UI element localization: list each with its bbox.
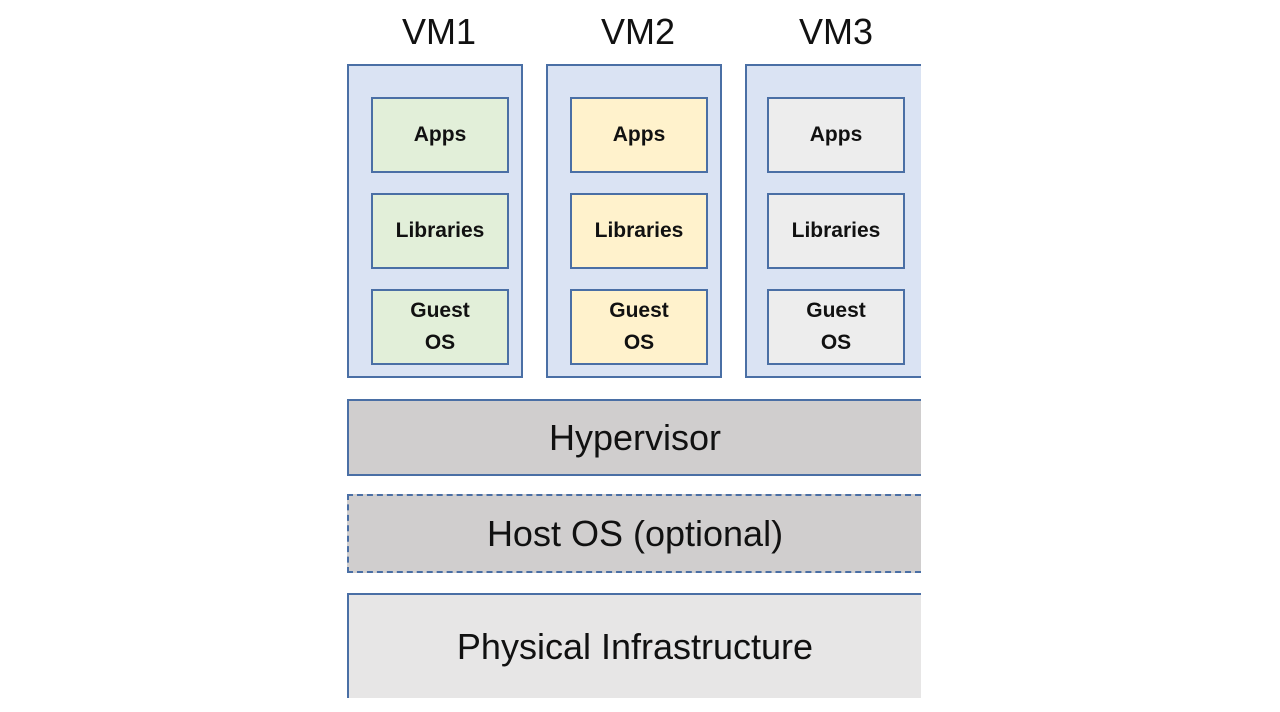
- vm2-guest-os-line1: Guest: [609, 299, 669, 322]
- vm2-apps-layer: Apps: [570, 97, 708, 173]
- vm3-panel: Apps Libraries Guest OS: [745, 64, 921, 378]
- vm1-guest-os-line1: Guest: [410, 299, 470, 322]
- vm1-apps-layer: Apps: [371, 97, 509, 173]
- vm1-panel: Apps Libraries Guest OS: [347, 64, 523, 378]
- vm2-libraries-layer: Libraries: [570, 193, 708, 269]
- vm1-title: VM1: [401, 11, 477, 52]
- vm3-guest-os-line2: OS: [820, 331, 852, 354]
- vm2-title: VM2: [600, 11, 676, 52]
- vm3-apps-layer: Apps: [767, 97, 905, 173]
- host-os-layer: Host OS (optional): [347, 494, 921, 573]
- vm3-libraries-layer: Libraries: [767, 193, 905, 269]
- vm3-title: VM3: [798, 11, 874, 52]
- vm1-guest-os-layer: Guest OS: [371, 289, 509, 365]
- vm2-guest-os-line2: OS: [623, 331, 655, 354]
- vm1-libraries-layer: Libraries: [371, 193, 509, 269]
- vm3-guest-os-layer: Guest OS: [767, 289, 905, 365]
- vm3-guest-os-line1: Guest: [806, 299, 866, 322]
- vm1-guest-os-line2: OS: [424, 331, 456, 354]
- hypervisor-layer: Hypervisor: [347, 399, 921, 476]
- physical-infrastructure-layer: Physical Infrastructure: [347, 593, 921, 698]
- vm2-guest-os-layer: Guest OS: [570, 289, 708, 365]
- vm2-panel: Apps Libraries Guest OS: [546, 64, 722, 378]
